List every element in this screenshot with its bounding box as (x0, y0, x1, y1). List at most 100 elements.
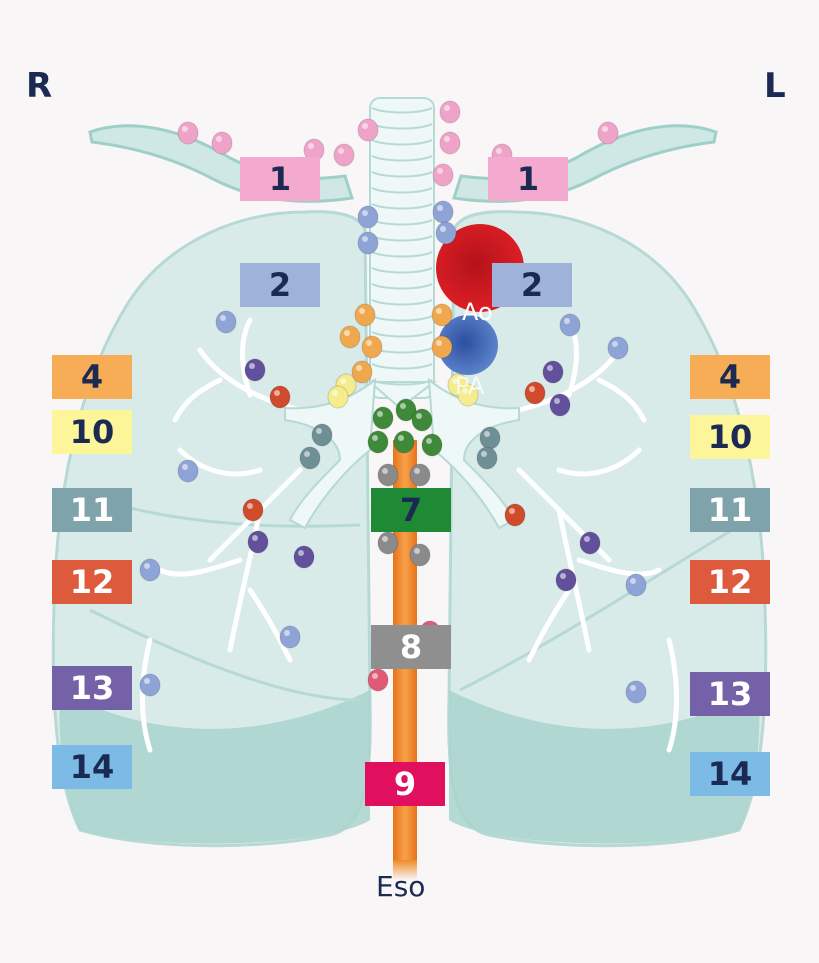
lymph-node (244, 358, 266, 382)
pulmonary-artery-label: PA (455, 372, 485, 400)
lymph-node (597, 121, 619, 145)
right-lung-fissure-lower (89, 608, 361, 702)
right-lung-base (59, 690, 371, 844)
right-bronchial-tree (140, 317, 303, 753)
lymph-node-highlight (252, 535, 258, 541)
lymph-node-highlight (444, 105, 450, 111)
lymph-node (432, 200, 454, 224)
lymph-node-highlight (359, 308, 365, 314)
lymph-node-highlight (316, 428, 322, 434)
lymph-node (479, 426, 501, 450)
trachea-ring (371, 155, 433, 162)
station-12-left: 12 (690, 560, 770, 604)
lymph-node-highlight (437, 205, 443, 211)
lymph-node (177, 121, 199, 145)
lymph-node-highlight (372, 673, 378, 679)
station-10-left: 10 (690, 415, 770, 459)
trachea-ring (371, 203, 433, 210)
lymph-node-highlight (560, 573, 566, 579)
right-main-bronchus (284, 377, 377, 530)
left-lung-base (449, 690, 760, 844)
lymph-node-highlight (436, 308, 442, 314)
lymph-node-highlight (304, 451, 310, 457)
lymph-node-highlight (630, 578, 636, 584)
lymph-node-highlight (247, 503, 253, 509)
lymph-node (339, 325, 361, 349)
lymph-node (139, 673, 161, 697)
lymph-node-highlight (344, 330, 350, 336)
lymph-node (357, 231, 379, 255)
lymph-nodes (139, 100, 647, 704)
lymph-node (579, 531, 601, 555)
lymph-node-highlight (414, 468, 420, 474)
lymph-node-highlight (182, 464, 188, 470)
lymph-node-highlight (216, 136, 222, 142)
lymph-node-highlight (372, 435, 378, 441)
station-11-right: 11 (52, 488, 132, 532)
lymph-node-highlight (382, 468, 388, 474)
lymph-node-highlight (564, 318, 570, 324)
lymph-node (431, 303, 453, 327)
trachea (367, 97, 437, 410)
trachea-ring (371, 107, 433, 114)
station-1-right: 1 (240, 157, 320, 201)
lymph-node (279, 625, 301, 649)
lymph-node (439, 100, 461, 124)
lymph-node-highlight (612, 341, 618, 347)
lymph-node (625, 573, 647, 597)
lymph-node (293, 545, 315, 569)
pulmonary-artery-circle (438, 315, 498, 375)
lymph-node-highlight (440, 226, 446, 232)
station-12-right: 12 (52, 560, 132, 604)
lymph-node-highlight (452, 378, 458, 384)
lymph-node (211, 131, 233, 155)
lymph-node-highlight (484, 431, 490, 437)
lymph-node (476, 446, 498, 470)
lymph-node-highlight (437, 168, 443, 174)
lymph-node-highlight (332, 390, 338, 396)
trachea-ring (371, 283, 433, 290)
lymph-node-highlight (509, 508, 515, 514)
lymph-node-highlight (298, 550, 304, 556)
lymph-node (377, 531, 399, 555)
right-side-marker: R (26, 66, 53, 106)
lymph-node-highlight (400, 403, 406, 409)
lymph-node-highlight (274, 390, 280, 396)
lymph-node-highlight (382, 536, 388, 542)
lymph-node-highlight (249, 363, 255, 369)
lymph-node (357, 205, 379, 229)
lymph-node (409, 463, 431, 487)
lymph-node-highlight (308, 143, 314, 149)
lymph-node-highlight (362, 123, 368, 129)
station-7: 7 (371, 488, 451, 532)
lymph-node-highlight (144, 563, 150, 569)
lymph-node-highlight (356, 365, 362, 371)
trachea-ring (371, 187, 433, 194)
lymph-node-highlight (630, 685, 636, 691)
lymph-node-highlight (462, 388, 468, 394)
lymph-node (439, 131, 461, 155)
left-lung-fissure (459, 518, 750, 692)
lymph-node (504, 503, 526, 527)
station-14-right: 14 (52, 745, 132, 789)
station-9: 9 (365, 762, 445, 806)
lymph-node (177, 459, 199, 483)
lymph-node-highlight (362, 210, 368, 216)
lymph-node (299, 446, 321, 470)
trachea-ring (371, 331, 433, 338)
lymph-node (431, 335, 453, 359)
trachea-ring (371, 251, 433, 258)
esophagus-fade (393, 860, 417, 880)
lymph-node-highlight (340, 378, 346, 384)
lymph-node (393, 430, 415, 454)
lymph-node (432, 163, 454, 187)
lymph-node-highlight (529, 386, 535, 392)
lymph-node-highlight (362, 236, 368, 242)
station-2-left: 2 (492, 263, 572, 307)
station-4-right: 4 (52, 355, 132, 399)
trachea-ring (371, 171, 433, 178)
lymph-node-highlight (554, 398, 560, 404)
lymph-node (559, 313, 581, 337)
trachea-ring (371, 267, 433, 274)
